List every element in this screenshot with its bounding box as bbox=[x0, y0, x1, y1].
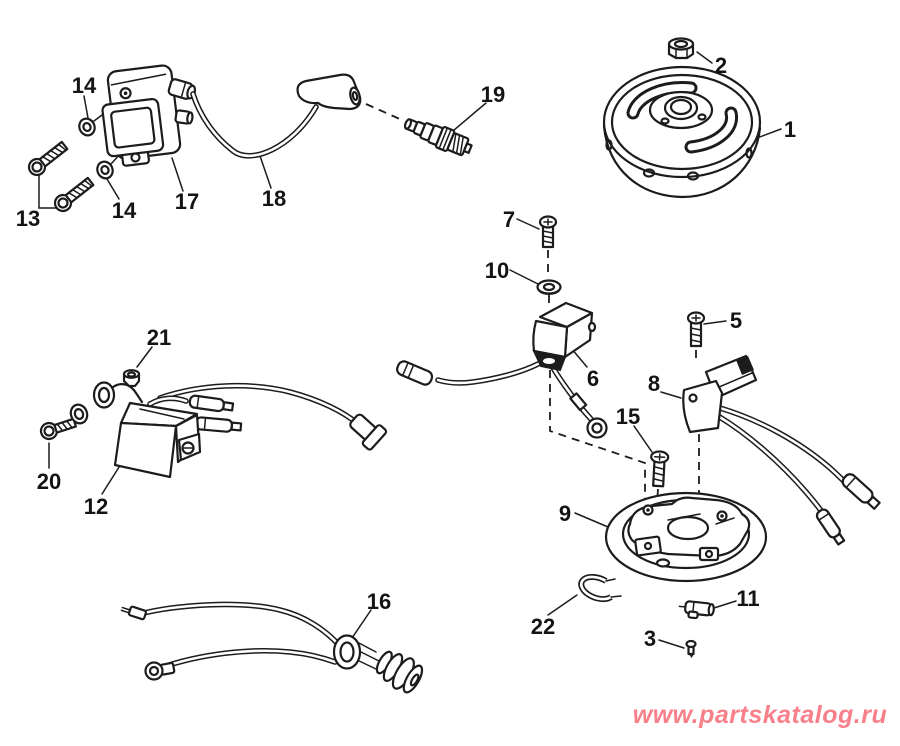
callout-8-charge-coil: 8 bbox=[648, 371, 660, 396]
washer bbox=[78, 117, 96, 137]
callout-17-ignition-coil: 17 bbox=[175, 189, 199, 214]
bullet-connector bbox=[396, 360, 434, 386]
callout-20-screw: 20 bbox=[37, 469, 61, 494]
ring-terminal bbox=[586, 417, 608, 439]
bullet-connector bbox=[188, 394, 235, 413]
watermark-text: www.partskatalog.ru bbox=[633, 701, 887, 729]
callout-10-washer: 10 bbox=[485, 258, 509, 283]
driver-coil bbox=[396, 301, 608, 439]
screw bbox=[650, 450, 670, 488]
callout-13-screws: 13 bbox=[16, 206, 40, 231]
nut bbox=[122, 369, 141, 388]
terminal-boot bbox=[349, 413, 388, 451]
callout-3-screw: 3 bbox=[644, 626, 656, 651]
bullet-connector bbox=[815, 508, 846, 546]
flywheel-nut bbox=[667, 37, 695, 60]
callout-22-clip: 22 bbox=[531, 614, 555, 639]
coil-mount-screw bbox=[53, 176, 95, 213]
ring-terminal bbox=[144, 661, 164, 681]
flywheel bbox=[602, 65, 762, 199]
callout-9-stator-plate: 9 bbox=[559, 501, 571, 526]
wire-terminal bbox=[120, 605, 148, 621]
screw bbox=[39, 417, 78, 441]
callout-21-nut: 21 bbox=[147, 325, 171, 350]
wire-clamp bbox=[678, 600, 715, 620]
callout-14-washer-lower: 14 bbox=[112, 198, 137, 223]
bullet-connector bbox=[194, 416, 243, 433]
plug-connector bbox=[375, 650, 424, 694]
callout-5-screw: 5 bbox=[730, 308, 742, 333]
callout-labels: 14 13 14 17 18 19 2 1 7 10 6 5 8 15 9 22… bbox=[16, 53, 796, 651]
coil-mount-screw bbox=[27, 140, 69, 177]
spark-plug bbox=[403, 118, 473, 157]
washer bbox=[69, 403, 89, 425]
callout-6-driver-coil: 6 bbox=[587, 366, 599, 391]
callout-2-nut: 2 bbox=[715, 53, 727, 78]
callout-16-harness: 16 bbox=[367, 589, 391, 614]
callout-7-screw: 7 bbox=[503, 207, 515, 232]
wiring-harness bbox=[120, 601, 424, 694]
washer bbox=[96, 160, 114, 180]
spark-plug-wire bbox=[190, 73, 362, 159]
callout-11-clamp: 11 bbox=[736, 586, 759, 611]
callout-12-power-pack: 12 bbox=[84, 494, 108, 519]
spark-plug-boot bbox=[296, 73, 362, 111]
callout-19-spark-plug: 19 bbox=[481, 82, 505, 107]
retainer-clip bbox=[578, 573, 622, 603]
bullet-connector bbox=[841, 473, 881, 510]
callout-1-flywheel: 1 bbox=[784, 117, 796, 142]
washer bbox=[536, 279, 562, 295]
power-pack bbox=[92, 381, 388, 479]
stator-plate bbox=[604, 491, 768, 583]
charge-coil bbox=[682, 354, 881, 546]
callout-18-plug-wire: 18 bbox=[262, 186, 286, 211]
grommet bbox=[332, 634, 362, 670]
callout-14-washer: 14 bbox=[72, 73, 97, 98]
screw bbox=[538, 215, 558, 249]
screw bbox=[685, 639, 697, 658]
ignition-coil bbox=[101, 64, 197, 167]
screw bbox=[686, 311, 706, 348]
callout-15-screw: 15 bbox=[616, 404, 640, 429]
